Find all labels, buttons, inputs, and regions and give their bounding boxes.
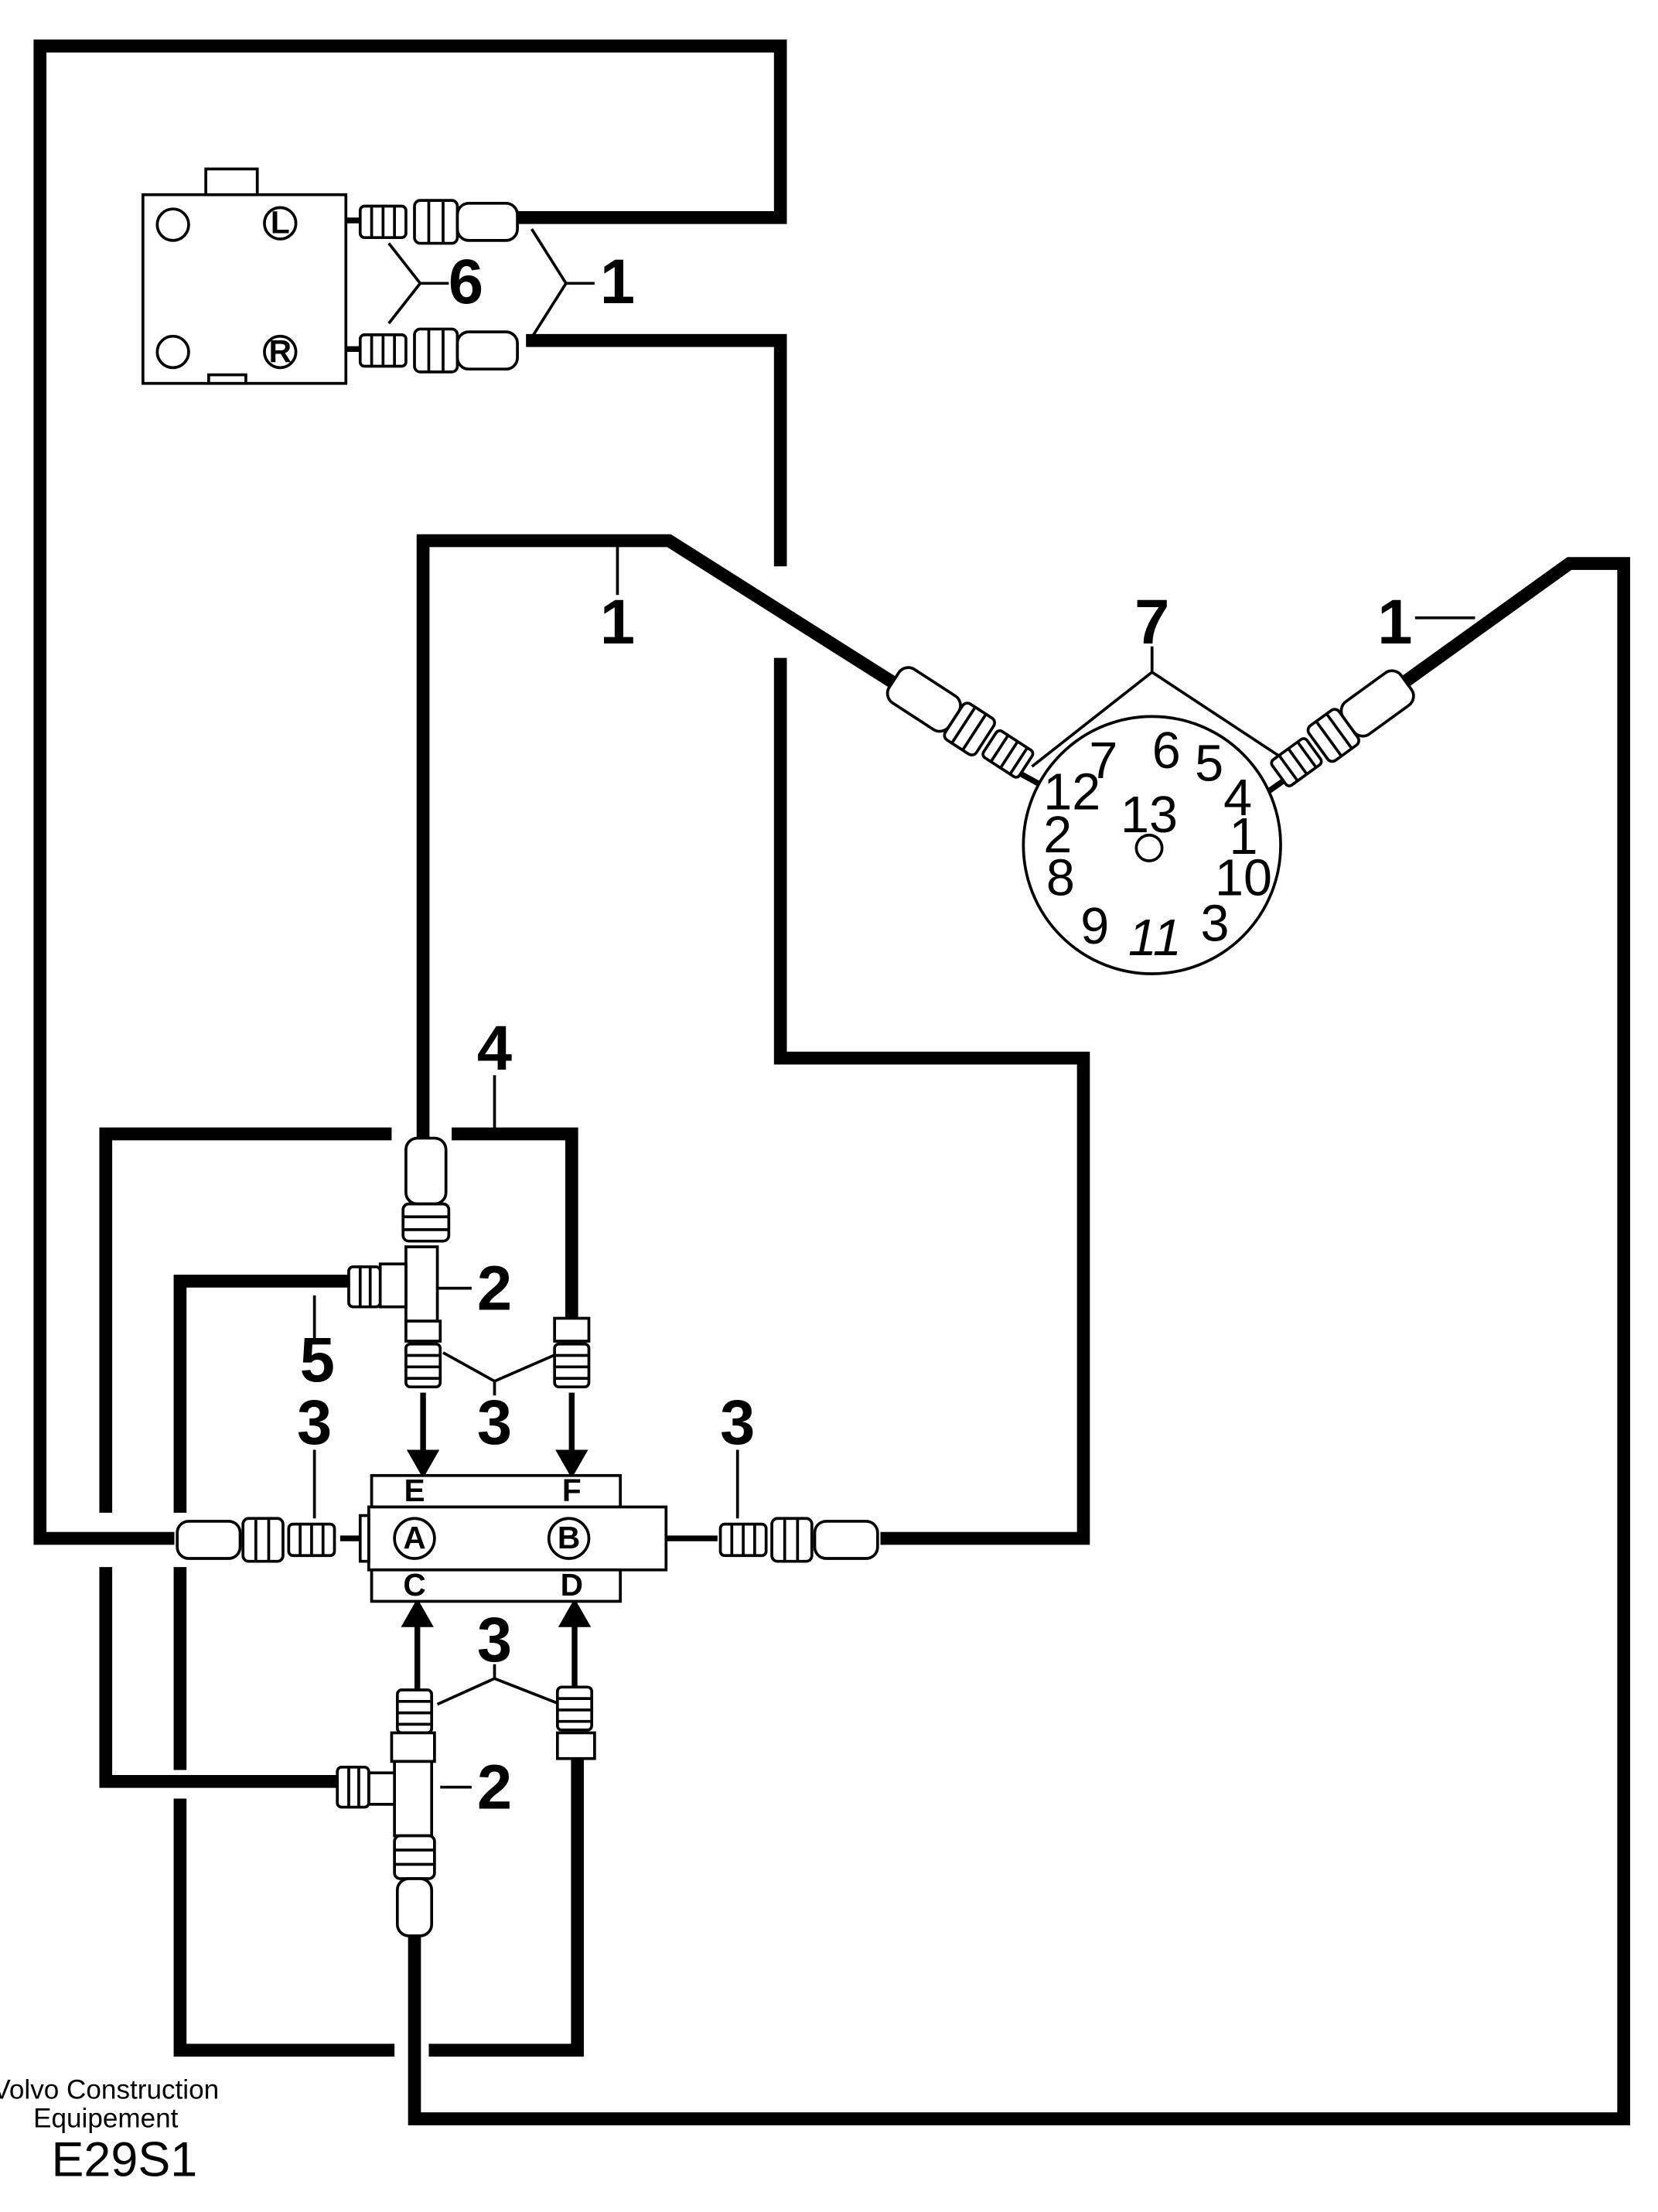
- valve-port-b-label: B: [558, 1520, 580, 1555]
- pin-label: 6: [1152, 722, 1181, 780]
- callout-hose-5: 5: [300, 1325, 335, 1395]
- valve-port-a: [393, 1517, 436, 1560]
- valve-port-e-label: E: [404, 1473, 425, 1508]
- callout-connector: 7: [1134, 587, 1169, 657]
- callout-nipple: 3: [720, 1388, 755, 1458]
- valve-port-d-label: D: [561, 1567, 583, 1603]
- callout-tee: 2: [477, 1752, 512, 1822]
- control-valve: [358, 1473, 668, 1603]
- switch-fittings: [358, 199, 519, 374]
- leader-lines: [312, 228, 1475, 1789]
- hose-d-return: [428, 1756, 585, 2057]
- hose-switch-r-to-valve-b-upper: [526, 333, 787, 567]
- top-tee-assembly: [347, 1136, 591, 1389]
- hose-to-pin-12: [416, 534, 899, 1138]
- hose-5-lower: [173, 1798, 395, 2057]
- pin-label: 3: [1201, 896, 1230, 953]
- connector-pins: 7 6 5 12 13 4 2 1 8 10 9 11 3: [1043, 722, 1272, 967]
- pin-label: 5: [1195, 736, 1223, 793]
- valve-port-c-label: C: [403, 1567, 425, 1603]
- switch-port-r-label: R: [269, 333, 292, 369]
- pin-label: 10: [1215, 849, 1272, 906]
- callout-hose: 1: [600, 247, 635, 317]
- pin-label: 12: [1043, 763, 1100, 821]
- brand-text-line1: Volvo Construction: [0, 2075, 219, 2105]
- pin-label: 11: [1128, 910, 1182, 967]
- pin-label: 4: [1223, 770, 1252, 827]
- figure-id: E29S1: [52, 2132, 198, 2186]
- callout-hose-4: 4: [477, 1013, 512, 1084]
- valve-port-a-label: A: [403, 1520, 425, 1555]
- hose-to-pin-4: [408, 557, 1630, 2125]
- control-switch: [141, 167, 348, 385]
- callout-fitting: 6: [449, 247, 483, 317]
- pin-label: 7: [1089, 732, 1117, 790]
- switch-port-l-label: L: [271, 205, 290, 241]
- bottom-tee-assembly: [336, 1685, 596, 1937]
- pin-label: 1: [1230, 808, 1258, 865]
- valve-side-fittings: [176, 1517, 879, 1563]
- hose-4: [452, 1127, 578, 1319]
- callout-hose: 1: [600, 587, 635, 657]
- hose-switch-r-to-valve-b-lower: [773, 657, 1090, 1545]
- pin-label: 9: [1080, 898, 1109, 955]
- hose-5-upper: [173, 1275, 352, 1513]
- switch-port-l: [263, 206, 298, 241]
- connector-center-hole: [1134, 833, 1164, 862]
- valve-port-f-label: F: [562, 1473, 582, 1508]
- hose-switch-l-to-valve-a: [33, 39, 787, 1545]
- callout-tee: 2: [477, 1253, 512, 1323]
- hose-left-outer-upper: [99, 1127, 392, 1513]
- pin-label: 2: [1043, 807, 1072, 864]
- switch-port-r: [263, 334, 298, 370]
- connector-fittings: [885, 666, 1415, 787]
- brand-text-line2: Equipement: [33, 2104, 179, 2134]
- callout-hose: 1: [1377, 587, 1412, 657]
- pin-label: 8: [1046, 849, 1075, 906]
- hose-lines: [33, 39, 1630, 2125]
- pin-label: 13: [1121, 787, 1178, 844]
- valve-port-b: [547, 1517, 591, 1560]
- callout-nipple: 3: [477, 1605, 512, 1675]
- hose-left-outer-lower: [99, 1567, 340, 1788]
- callout-nipple: 3: [297, 1388, 332, 1458]
- callout-nipple: 3: [477, 1388, 512, 1458]
